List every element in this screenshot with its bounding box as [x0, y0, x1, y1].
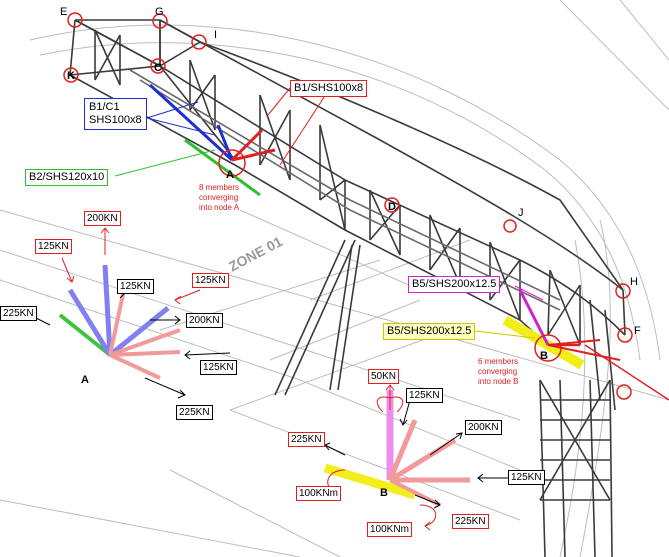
a-member-green — [58, 313, 112, 357]
note-b-line2: converging — [478, 367, 517, 376]
node-g-label: G — [155, 6, 164, 18]
b-member-red-2 — [388, 437, 457, 483]
b-force-125-right-label: 125KN — [508, 470, 545, 485]
node-g-circle — [152, 13, 168, 29]
zone-label: ZONE 01 — [226, 233, 285, 275]
a-force-200-label: 200KN — [84, 211, 121, 226]
a-member-blue-2 — [67, 288, 113, 357]
node-i-label: I — [214, 29, 217, 41]
node-circles — [63, 12, 633, 400]
a-force-225-left-label: 225KN — [0, 306, 37, 321]
node-a-label: A — [226, 169, 234, 181]
node-letters: E G I C K A D J H F B — [60, 6, 641, 362]
a-member-blue-3 — [108, 306, 170, 357]
node-b-note: 6 members converging into node B — [478, 357, 518, 386]
b-moment-100-left-label: 100KNm — [296, 486, 341, 501]
node-f-circle — [617, 327, 633, 343]
a-member-red-1 — [108, 284, 127, 356]
b-force-225-left-label: 225KN — [288, 432, 325, 447]
callout-b5-magenta: B5/SHS200x12.5 — [408, 276, 501, 293]
node-a-colored-members — [148, 83, 276, 197]
a-member-red-3 — [109, 328, 181, 357]
node-a-note: 8 members converging into node A — [199, 183, 240, 212]
a-member-red-4 — [109, 353, 161, 380]
a-member-red-2 — [109, 350, 181, 357]
a-force-125-red-label: 125KN — [35, 239, 72, 254]
b-member-red-4 — [389, 478, 441, 507]
b-arrow-225-left — [324, 444, 346, 456]
node-k-circle — [63, 67, 79, 83]
b-arrow-200-right — [429, 432, 463, 456]
a-arrow-125-red — [61, 257, 73, 283]
callout-b2: B2/SHS120x10 — [25, 169, 109, 186]
node-f-label: F — [634, 325, 641, 337]
node-b-diagram-title: B — [380, 487, 388, 499]
note-a-line2: converging — [199, 193, 238, 202]
node-extra-circle — [616, 384, 632, 400]
a-force-125-right-red-label: 125KN — [192, 273, 229, 288]
b-force-225-bottom-label: 225KN — [452, 514, 489, 529]
node-e-circle — [67, 12, 83, 28]
b-force-50-label: 50KN — [368, 369, 400, 384]
callout-b1c1-line1: B1/C1 — [89, 101, 120, 113]
callout-b1c1: B1/C1 SHS100x8 — [84, 98, 147, 130]
callout-b5-yellow: B5/SHS200x12.5 — [383, 323, 476, 340]
node-k-label: K — [67, 70, 75, 82]
node-a-circle — [218, 149, 246, 177]
node-j-circle — [503, 219, 517, 233]
a-force-225-bottom-label: 225KN — [176, 405, 213, 420]
callout-leaders — [114, 87, 544, 339]
b-arrow-225-bottom — [414, 494, 441, 506]
node-b-label: B — [540, 350, 548, 362]
node-b-force-diagram — [323, 384, 515, 531]
note-b-line3: into node B — [478, 377, 518, 386]
node-d-circle — [384, 197, 400, 213]
node-d-label: D — [388, 201, 396, 213]
b-member-yellow — [323, 463, 417, 500]
node-i-circle — [191, 34, 207, 50]
b-force-125-top-label: 125KN — [406, 388, 443, 403]
truss-structure — [69, 19, 626, 346]
callout-b1c1-line2: SHS100x8 — [89, 114, 142, 126]
a-member-blue-1 — [102, 264, 113, 356]
node-h-label: H — [630, 276, 638, 288]
b-arrow-125-top — [402, 399, 411, 426]
node-h-circle — [615, 283, 631, 299]
support-columns — [274, 239, 616, 557]
a-arrow-125-bottom — [184, 352, 231, 356]
red-leader-line — [584, 344, 669, 401]
a-arrow-225-bottom — [144, 377, 186, 396]
node-b-circle — [534, 334, 562, 362]
node-e-label: E — [60, 6, 67, 18]
node-c-circle — [150, 58, 166, 74]
node-a-diagram-title: A — [81, 374, 89, 386]
callout-b1: B1/SHS100x8 — [290, 80, 368, 97]
a-arrow-125-right-red — [174, 289, 201, 301]
a-force-125-top-label: 125KN — [117, 279, 154, 294]
b-force-200-right-label: 200KN — [465, 420, 502, 435]
node-c-label: C — [154, 62, 162, 74]
a-force-125-bottom-label: 125KN — [200, 360, 237, 375]
node-b-colored-members — [502, 289, 621, 370]
b-moment-top — [376, 396, 404, 413]
b-moment-100-bottom-label: 100KNm — [367, 522, 412, 537]
note-a-line1: 8 members — [199, 183, 239, 192]
note-a-line3: into node A — [199, 203, 240, 212]
note-b-line1: 6 members — [478, 357, 518, 366]
node-j-label: J — [518, 207, 524, 219]
a-force-200-right-label: 200KN — [186, 313, 223, 328]
b-moment-bottom — [419, 504, 437, 527]
b-member-red-1 — [387, 419, 418, 481]
